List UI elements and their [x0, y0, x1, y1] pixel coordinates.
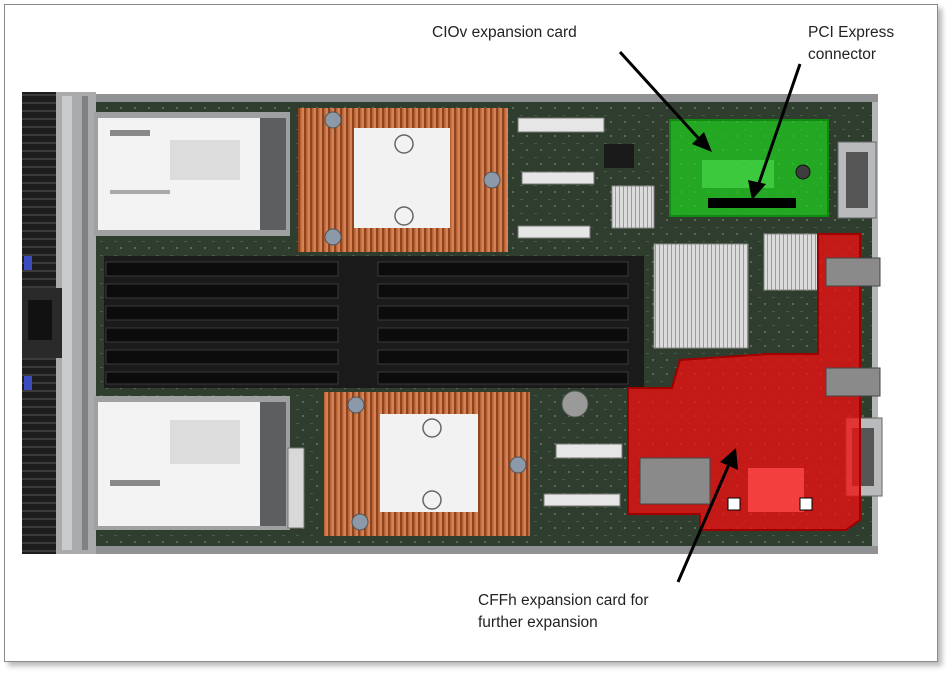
cffh-callout-line1: CFFh expansion card for [478, 592, 649, 609]
cffh-callout-line2: further expansion [478, 614, 598, 631]
callout-arrow-cffh [676, 448, 738, 583]
callout-arrow-pci [748, 63, 802, 200]
pci-callout-line1: PCI Express [808, 24, 895, 41]
cffh-expansion-card-highlight [627, 233, 881, 531]
pci-express-connector [708, 198, 796, 208]
dimm-slots [104, 256, 644, 388]
board-connectors [287, 117, 634, 529]
ciov-expansion-card-highlight [669, 119, 829, 217]
cpu-heatsink-top [298, 108, 508, 252]
chipset-heatsinks [611, 185, 819, 349]
pci-callout-line2: connector [808, 46, 877, 63]
callout-arrow-ciov [618, 50, 712, 152]
front-bezel [22, 92, 96, 554]
cffh-callout-label: CFFh expansion card for further expansio… [478, 590, 649, 634]
hard-drive-top [94, 112, 290, 236]
pci-express-callout-label: PCI Express connector [808, 22, 894, 66]
cpu-heatsink-bottom [324, 392, 530, 536]
hard-drive-bottom [94, 396, 290, 530]
ciov-callout-label: CIOv expansion card [432, 22, 577, 44]
ciov-callout-text: CIOv expansion card [432, 24, 577, 41]
